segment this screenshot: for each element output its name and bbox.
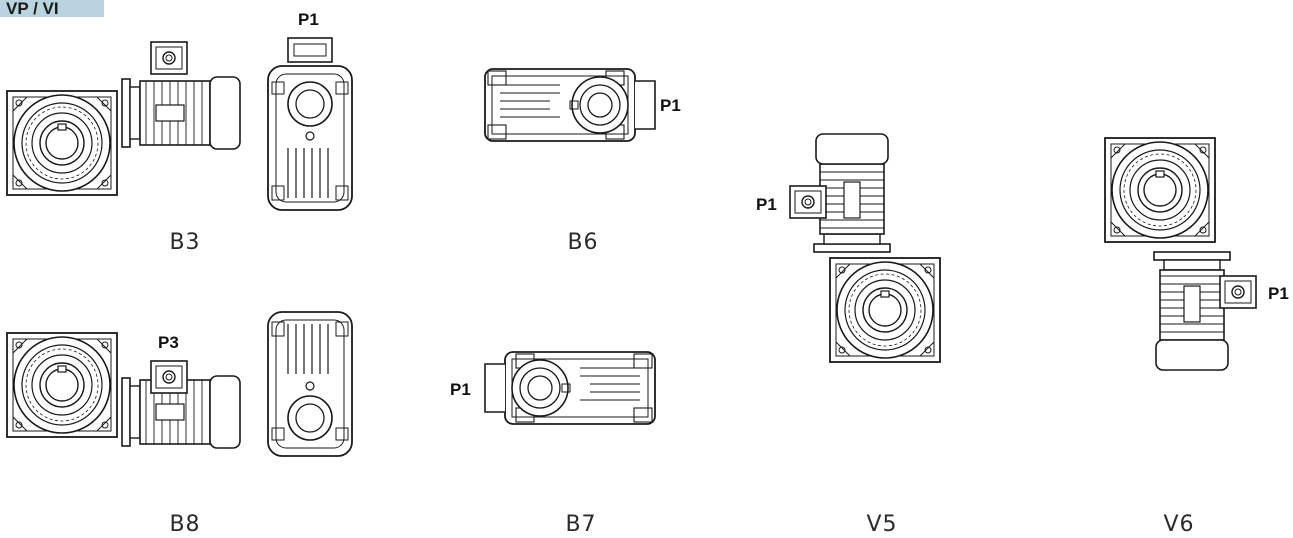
position-b7 [484,351,656,425]
series-tag: VP / VI [0,0,104,17]
position-b6 [484,68,656,142]
port-label-b3: P1 [298,10,319,29]
port-label-b8: P3 [158,333,179,352]
caption-v6: V6 [1163,512,1195,537]
caption-b7: B7 [565,512,597,537]
position-v6 [1105,138,1257,371]
position-b3 [7,37,353,211]
caption-v5: V5 [866,512,898,537]
caption-b3: B3 [169,230,201,255]
port-label-v6: P1 [1268,284,1289,303]
caption-b6: B6 [567,230,599,255]
port-label-b7: P1 [450,380,471,399]
port-label-b6: P1 [660,96,681,115]
position-v5 [789,133,940,362]
caption-b8: B8 [169,512,201,537]
position-b8 [7,311,353,457]
port-label-v5: P1 [756,195,777,214]
